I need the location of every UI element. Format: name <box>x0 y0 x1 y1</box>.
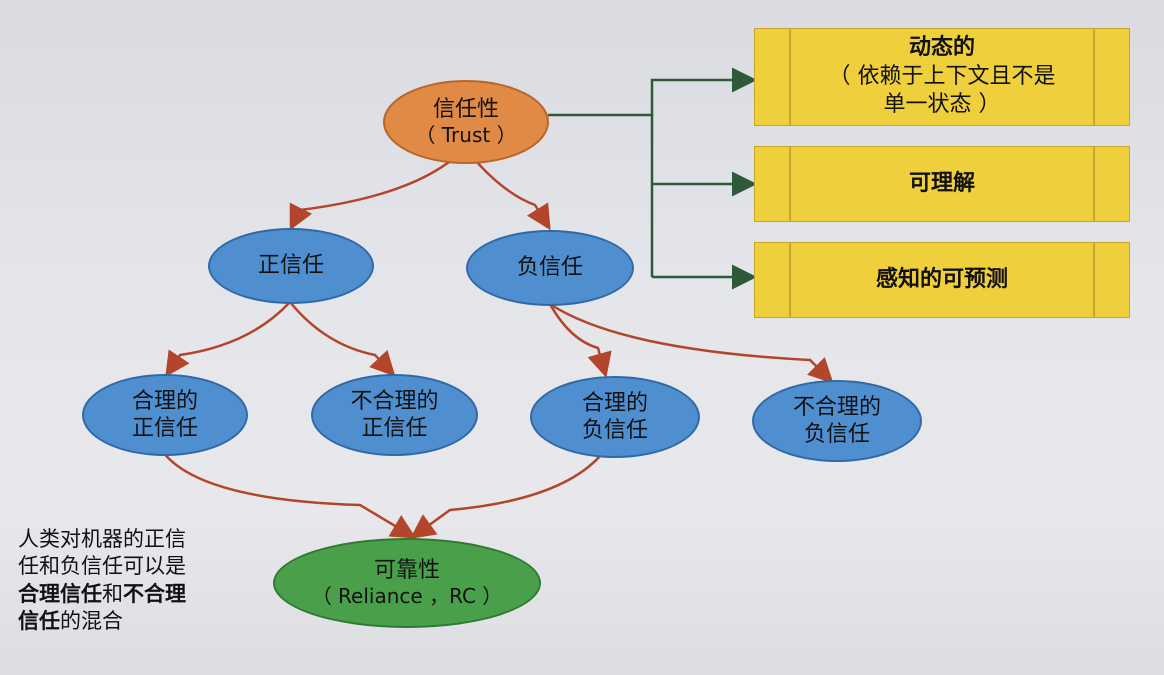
note-and: 和 <box>102 581 123 606</box>
box-rule-right <box>1093 243 1095 317</box>
box-rule-left <box>789 243 791 317</box>
box-rule-right <box>1093 29 1095 125</box>
note-tail: 的混合 <box>60 608 123 633</box>
note-line2: 任和负信任可以是 <box>18 554 186 579</box>
trust-label: 信任性 <box>432 96 499 122</box>
note-line1: 人类对机器的正信 <box>18 527 186 551</box>
edge-reasonable-pos-reliance <box>162 451 417 539</box>
unreasonable-negative-line2: 负信任 <box>803 422 870 447</box>
negative-trust-label: 负信任 <box>516 255 583 281</box>
property-predictable-title: 感知的可预测 <box>875 266 1008 292</box>
edge-negative-unreasonable <box>549 302 834 384</box>
reasonable-negative-line1: 合理的 <box>581 390 648 416</box>
side-note: 人类对机器的正信 任和负信任可以是 合理信任和不合理 信任的混合 <box>18 526 243 635</box>
edge-positive-reasonable <box>165 301 291 378</box>
unreasonable-negative-line1: 不合理的 <box>792 394 881 420</box>
reasonable-negative-trust-node: 合理的 负信任 <box>530 376 700 458</box>
note-bold-trust: 信任 <box>18 608 60 633</box>
property-dynamic-line3: 单一状态 ） <box>883 92 1001 118</box>
property-understandable-title: 可理解 <box>908 170 975 196</box>
edge-trust-properties <box>548 78 748 279</box>
trust-sublabel: （ Trust ） <box>415 123 517 148</box>
reasonable-positive-line2: 正信任 <box>131 416 198 441</box>
property-box-understandable: 可理解 <box>754 146 1130 222</box>
property-dynamic-title: 动态的 <box>908 35 975 61</box>
edge-positive-unreasonable <box>289 301 396 377</box>
property-box-predictable: 感知的可预测 <box>754 242 1130 318</box>
trust-node: 信任性 （ Trust ） <box>383 80 549 164</box>
edge-reasonable-neg-reliance <box>409 455 601 539</box>
note-bold-reasonable: 合理信任 <box>18 581 102 606</box>
reliance-label: 可靠性 <box>373 557 440 583</box>
negative-trust-node: 负信任 <box>466 230 634 306</box>
reliance-node: 可靠性 （ Reliance ，RC ） <box>273 538 541 628</box>
unreasonable-positive-line1: 不合理的 <box>350 388 439 414</box>
box-rule-left <box>789 29 791 125</box>
property-dynamic-line2: （ 依赖于上下文且不是 <box>828 63 1056 89</box>
reasonable-negative-line2: 负信任 <box>581 418 648 443</box>
edge-negative-reasonable <box>548 303 612 378</box>
reasonable-positive-line1: 合理的 <box>131 388 198 414</box>
property-box-dynamic: 动态的 （ 依赖于上下文且不是 单一状态 ） <box>754 28 1130 126</box>
unreasonable-negative-trust-node: 不合理的 负信任 <box>752 380 922 462</box>
reasonable-positive-trust-node: 合理的 正信任 <box>82 374 248 456</box>
note-line3: 合理信任和不合理 <box>18 581 243 608</box>
unreasonable-positive-line2: 正信任 <box>361 416 428 441</box>
box-rule-left <box>789 147 791 221</box>
reliance-sublabel: （ Reliance ，RC ） <box>311 584 503 609</box>
box-rule-right <box>1093 147 1095 221</box>
positive-trust-node: 正信任 <box>208 228 374 304</box>
note-line4: 信任的混合 <box>18 608 243 635</box>
note-bold-unreasonable: 不合理 <box>123 581 186 606</box>
positive-trust-label: 正信任 <box>257 253 324 279</box>
unreasonable-positive-trust-node: 不合理的 正信任 <box>311 374 478 456</box>
